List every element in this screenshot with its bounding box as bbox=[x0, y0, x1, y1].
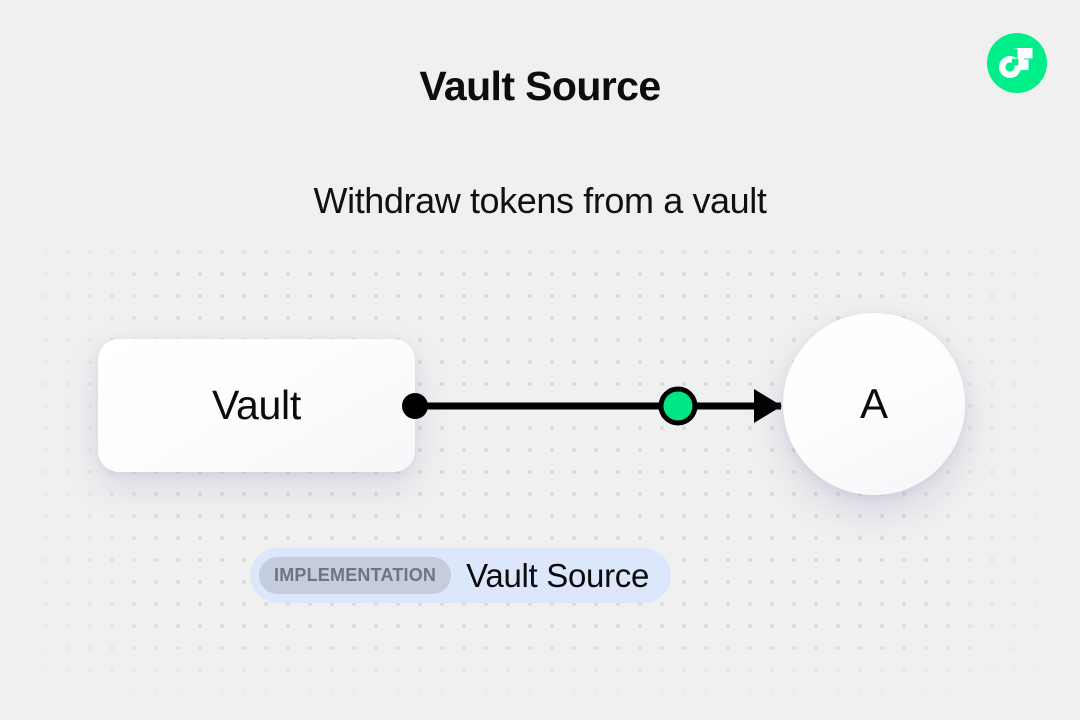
implementation-badge: IMPLEMENTATION Vault Source bbox=[250, 548, 672, 603]
implementation-name: Vault Source bbox=[466, 556, 650, 594]
node-vault-label: Vault bbox=[212, 382, 301, 428]
edge-arrowhead bbox=[754, 389, 782, 423]
edge-midpoint-marker bbox=[658, 386, 698, 426]
flow-logo-icon bbox=[987, 33, 1047, 93]
page-title: Vault Source bbox=[419, 63, 661, 109]
diagram-edge[interactable] bbox=[400, 376, 800, 436]
node-a[interactable]: A bbox=[783, 313, 965, 495]
node-a-label: A bbox=[859, 380, 888, 427]
page-subtitle: Withdraw tokens from a vault bbox=[313, 180, 767, 221]
implementation-tag: IMPLEMENTATION bbox=[259, 557, 452, 594]
edge-start-handle bbox=[402, 393, 428, 419]
node-vault[interactable]: Vault bbox=[98, 339, 415, 472]
